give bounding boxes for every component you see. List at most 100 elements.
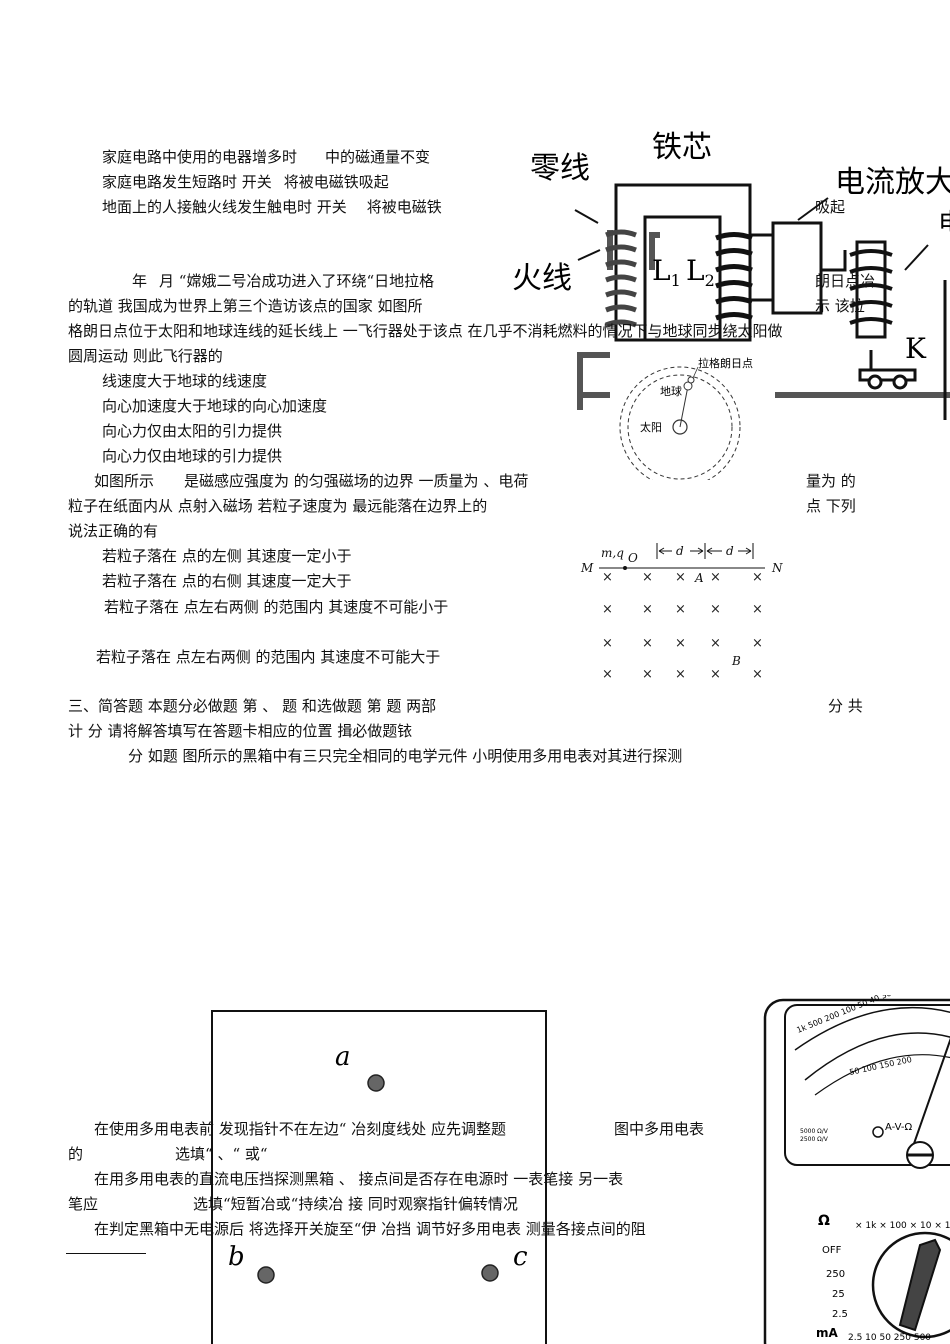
section3-line2: 计 分 请将解答填写在答题卡相应的位置 揖必做题铱 [68, 722, 413, 740]
iron-core-label: 铁芯 [652, 130, 712, 165]
particle-option-b: 若粒子落在 点的右侧 其速度一定大于 [102, 572, 352, 590]
relay-circuit-figure: 铁芯 零线 火线 电流放大 电 L1 L2 K [512, 130, 950, 420]
point-a-label: A [694, 571, 704, 585]
sun-label: 太阳 [640, 421, 662, 434]
field-cross-mark: × [710, 570, 721, 585]
field-cross-mark: × [752, 636, 763, 651]
field-cross-mark: × [642, 602, 653, 617]
ma-label: mA [816, 1326, 839, 1340]
field-cross-mark: × [675, 667, 686, 682]
ohm-ranges-label: × 1k × 100 × 10 × 1 [855, 1221, 950, 1231]
meter-line1-end: 图中多用电表 [614, 1120, 705, 1138]
lagrange-orbit-figure: 拉格朗日点 地球 太阳 [610, 345, 775, 480]
sat-line4: 圆周运动 则此飞行器的 [68, 347, 223, 365]
field-cross-mark: × [710, 602, 721, 617]
field-cross-mark: × [602, 570, 613, 585]
meter-line5: 在判定黑箱中无电源后 将选择开关旋至“伊 冶挡 调节好多用电表 测量各接点间的阻 [94, 1220, 646, 1238]
option-line-c: 地面上的人接触火线发生触电时 开关将被电磁铁 [102, 198, 442, 216]
sensitivity-2: 2500 Ω/V [800, 1136, 829, 1143]
field-cross-mark: × [710, 636, 721, 651]
field-cross-mark: × [602, 636, 613, 651]
sat-option-a: 线速度大于地球的线速度 [102, 372, 268, 390]
field-cross-mark: × [752, 570, 763, 585]
terminal-a [367, 1074, 385, 1092]
cut-off-label: 电 [938, 209, 950, 239]
terminal-c-label: c [513, 1242, 528, 1272]
coil-l1 [605, 229, 637, 328]
black-box-figure: a b c [211, 1010, 547, 1344]
option-line-a: 家庭电路中使用的电器增多时中的磁通量不变 [102, 148, 431, 166]
footnote-rule [66, 1253, 146, 1254]
field-cross-mark: × [675, 636, 686, 651]
multimeter-figure: 1k 500 200 100 50 40 30 20 15 10 50 100 … [763, 995, 950, 1344]
l2-label: L2 [686, 254, 715, 290]
particle-option-a: 若粒子落在 点的左侧 其速度一定小于 [102, 547, 352, 565]
amplifier-label: 电流放大 [835, 165, 950, 200]
field-cross-mark: × [642, 570, 653, 585]
particle-line1: 如图所示是磁感应强度为 的匀强磁场的边界 一质量为 、电荷 [94, 472, 529, 490]
field-cross-mark: × [752, 667, 763, 682]
point-b-label: B [731, 654, 741, 668]
terminal-b [257, 1266, 275, 1284]
distance-d2-label: d [726, 544, 734, 558]
neutral-wire-label: 零线 [530, 151, 590, 186]
terminal-b-label: b [228, 1242, 245, 1272]
meter-line1: 在使用多用电表前 发现指针不在左边“ 冶刻度线处 应先调整题 [94, 1120, 506, 1138]
dcv-ranges-label: 2.5 10 50 250 500 [848, 1333, 931, 1343]
section3-line1-end: 分 共 [828, 697, 863, 715]
particle-line2: 粒子在纸面内从 点射入磁场 若粒子速度为 最远能落在边界上的 [68, 497, 488, 515]
point-m-label: M [580, 561, 594, 575]
meter-line3: 在用多用电表的直流电压挡探测黑箱 、 接点间是否存在电源时 一表笔接 另一表 [94, 1170, 624, 1188]
amplifier-box [771, 221, 823, 315]
meter-type-label: A-V-Ω [885, 1122, 913, 1133]
sat-option-b: 向心加速度大于地球的向心加速度 [102, 397, 328, 415]
sensitivity-1: 5000 Ω/V [800, 1128, 829, 1135]
earth-icon [683, 381, 693, 391]
distance-d1-label: d [676, 544, 684, 558]
range-2-5-label: 2.5 [832, 1309, 848, 1320]
particle-line2-end: 点 下列 [806, 497, 856, 515]
meter-line4: 笔应选填“短暂冶或“持续冶 接 同时观察指针偏转情况 [68, 1195, 518, 1213]
section3-line1: 三、简答题 本题分必做题 第 、 题 和选做题 第 题 两部 [68, 697, 437, 715]
field-cross-mark: × [675, 602, 686, 617]
mq-label: m,q [601, 546, 624, 560]
particle-line3: 说法正确的有 [68, 522, 159, 540]
sat-line2-end: 示 该拉 [815, 297, 865, 315]
field-cross-mark: × [602, 602, 613, 617]
switch-k-label: K [905, 332, 927, 365]
l1-label: L1 [652, 254, 681, 290]
particle-option-c: 若粒子落在 点左右两侧 的范围内 其速度不可能小于 [104, 598, 449, 616]
off-label: OFF [822, 1245, 842, 1256]
terminal-a-label: a [335, 1042, 351, 1072]
lagrange-point-icon [687, 376, 695, 384]
field-cross-mark: × [752, 602, 763, 617]
magnetic-field-figure: m,q O M N A B d d × × × × × × × × × × × × × × × × × × × × [580, 543, 783, 682]
point-o-label: O [628, 551, 638, 565]
field-cross-mark: × [710, 667, 721, 682]
terminal-c [481, 1264, 499, 1282]
omega-label: Ω [818, 1213, 830, 1229]
range-25-label: 25 [832, 1289, 845, 1300]
lagrange-label: 拉格朗日点 [698, 356, 753, 370]
section3-line3: 分 如题 图所示的黑箱中有三只完全相同的电学元件 小明使用多用电表对其进行探测 [128, 747, 683, 765]
range-250-label: 250 [826, 1269, 845, 1280]
zero-adjust-screw[interactable] [872, 1126, 884, 1138]
sat-option-d: 向心力仅由地球的引力提供 [102, 447, 283, 465]
sat-line2: 的轨道 我国成为世界上第三个造访该点的国家 如图所 [68, 297, 423, 315]
live-wire-label: 火线 [512, 261, 572, 296]
point-n-label: N [771, 561, 783, 575]
option-line-b: 家庭电路发生短路时 开关将被电磁铁吸起 [102, 173, 389, 191]
sat-option-c: 向心力仅由太阳的引力提供 [102, 422, 283, 440]
sat-line1: 年月 “嫦娥二号冶成功进入了环绕“日地拉格 [132, 272, 435, 290]
meter-line2: 的选填“ 、“ 或“ [68, 1145, 268, 1163]
sat-line3: 格朗日点位于太阳和地球连线的延长线上 一飞行器处于该点 在几乎不消耗燃料的情况下… [68, 322, 783, 340]
particle-option-d: 若粒子落在 点左右两侧 的范围内 其速度不可能大于 [96, 648, 441, 666]
field-cross-mark: × [642, 636, 653, 651]
particle-line1-end: 量为 的 [806, 472, 856, 490]
coil-l2 [715, 232, 753, 321]
sat-line1-end: 朗日点冶 [815, 272, 876, 290]
field-cross-mark: × [675, 570, 686, 585]
field-cross-mark: × [642, 667, 653, 682]
field-cross-mark: × [602, 667, 613, 682]
earth-label: 地球 [660, 384, 682, 398]
